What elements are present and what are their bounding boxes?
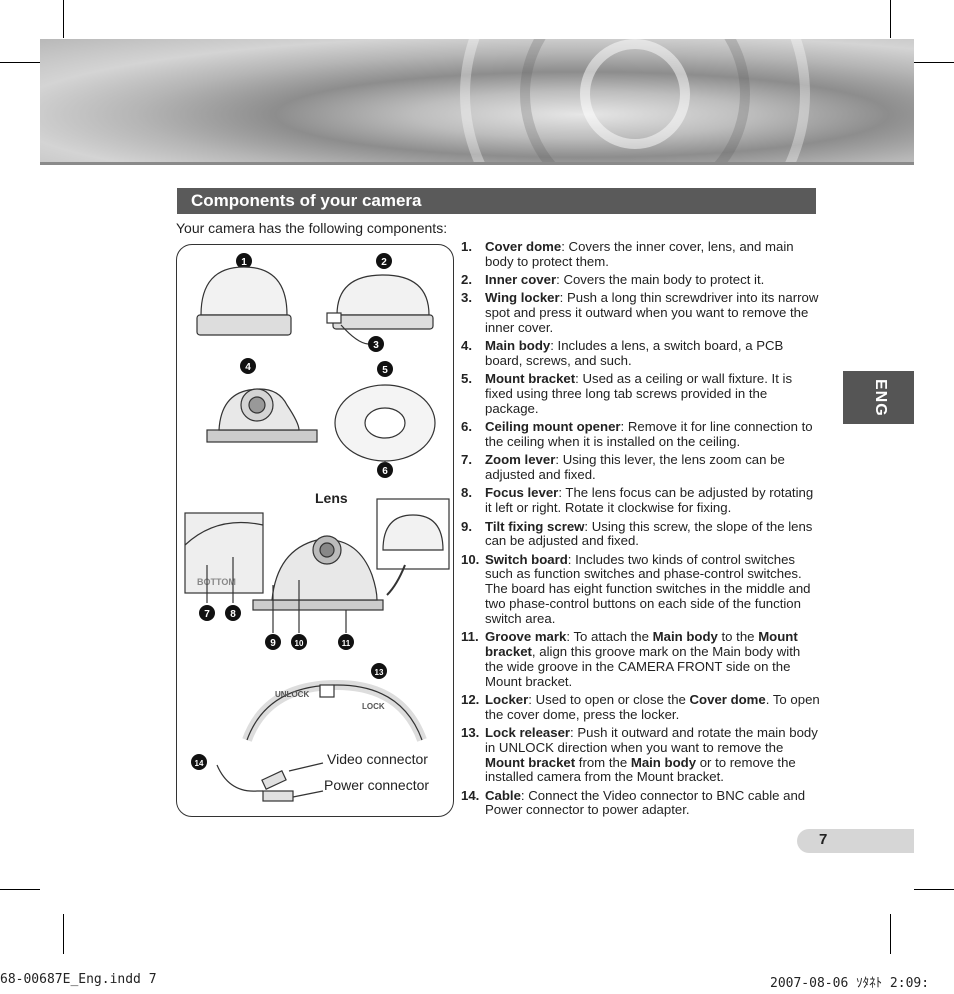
list-item: 7.Zoom lever: Using this lever, the lens… — [461, 452, 785, 483]
language-tab-label: ENG — [872, 379, 889, 417]
crop-mark — [0, 62, 40, 63]
inner-cover-drawing — [326, 274, 434, 345]
svg-text:5: 5 — [382, 365, 388, 376]
locker-inset — [376, 498, 450, 596]
crop-mark — [914, 62, 954, 63]
crop-mark — [63, 914, 64, 954]
svg-text:3: 3 — [373, 340, 379, 351]
list-item: 9.Tilt fixing screw: Using this screw, t… — [461, 518, 813, 549]
crop-mark — [890, 914, 891, 954]
svg-text:10: 10 — [295, 639, 304, 648]
section-title: Components of your camera — [191, 191, 422, 210]
svg-text:4: 4 — [245, 362, 251, 373]
language-tab: ENG — [843, 371, 914, 424]
crop-mark — [890, 0, 891, 38]
bottom-label: BOTTOM — [197, 577, 236, 587]
list-item: 5.Mount bracket: Used as a ceiling or wa… — [461, 371, 793, 416]
list-item: 3.Wing locker: Push a long thin screwdri… — [461, 290, 819, 335]
zoom-focus-inset: BOTTOM — [184, 512, 264, 603]
svg-text:9: 9 — [270, 638, 276, 649]
list-item: 13.Lock releaser: Push it outward and ro… — [461, 724, 818, 785]
lock-ring-drawing: UNLOCK LOCK — [242, 679, 427, 742]
list-item: 2.Inner cover: Covers the main body to p… — [461, 272, 765, 288]
cable-drawing — [216, 762, 324, 802]
main-body-drawing — [206, 388, 318, 443]
components-list: 1.Cover dome: Covers the inner cover, le… — [461, 239, 821, 822]
lens-label: Lens — [315, 490, 348, 506]
intro-text: Your camera has the following components… — [176, 220, 448, 236]
footer-file-info: 68-00687E_Eng.indd 7 — [0, 972, 157, 987]
svg-text:6: 6 — [382, 466, 388, 477]
section-heading-bar: Components of your camera — [177, 188, 816, 214]
video-connector-label: Video connector — [327, 751, 428, 767]
svg-text:2: 2 — [381, 257, 387, 268]
svg-text:1: 1 — [241, 257, 247, 268]
svg-text:13: 13 — [375, 668, 384, 677]
svg-text:14: 14 — [195, 759, 204, 768]
svg-text:11: 11 — [342, 639, 351, 648]
list-item: 12.Locker: Used to open or close the Cov… — [461, 691, 820, 722]
cover-dome-drawing — [196, 266, 292, 336]
camera-body-drawing — [252, 535, 384, 633]
lock-label: LOCK — [362, 702, 385, 711]
list-item: 11.Groove mark: To attach the Main body … — [461, 629, 801, 689]
page-number-badge: 7 — [797, 829, 914, 853]
power-connector-label: Power connector — [324, 777, 429, 793]
list-item: 10.Switch board: Includes two kinds of c… — [461, 551, 811, 626]
list-item: 1.Cover dome: Covers the inner cover, le… — [461, 239, 794, 269]
list-item: 6.Ceiling mount opener: Remove it for li… — [461, 419, 813, 450]
svg-text:7: 7 — [204, 609, 210, 620]
list-item: 4.Main body: Includes a lens, a switch b… — [461, 338, 784, 369]
unlock-label: UNLOCK — [275, 690, 309, 699]
footer-timestamp: 2007-08-06 ｿﾀﾈﾄ 2:09: — [770, 976, 930, 991]
list-item: 8.Focus lever: The lens focus can be adj… — [461, 485, 814, 516]
svg-text:8: 8 — [230, 609, 236, 620]
page-number: 7 — [819, 831, 828, 848]
mount-bracket-drawing — [334, 384, 436, 463]
crop-mark — [914, 889, 954, 890]
header-lens-banner — [40, 39, 914, 165]
list-item: 14.Cable: Connect the Video connector to… — [461, 787, 806, 818]
crop-mark — [63, 0, 64, 38]
crop-mark — [0, 889, 40, 890]
